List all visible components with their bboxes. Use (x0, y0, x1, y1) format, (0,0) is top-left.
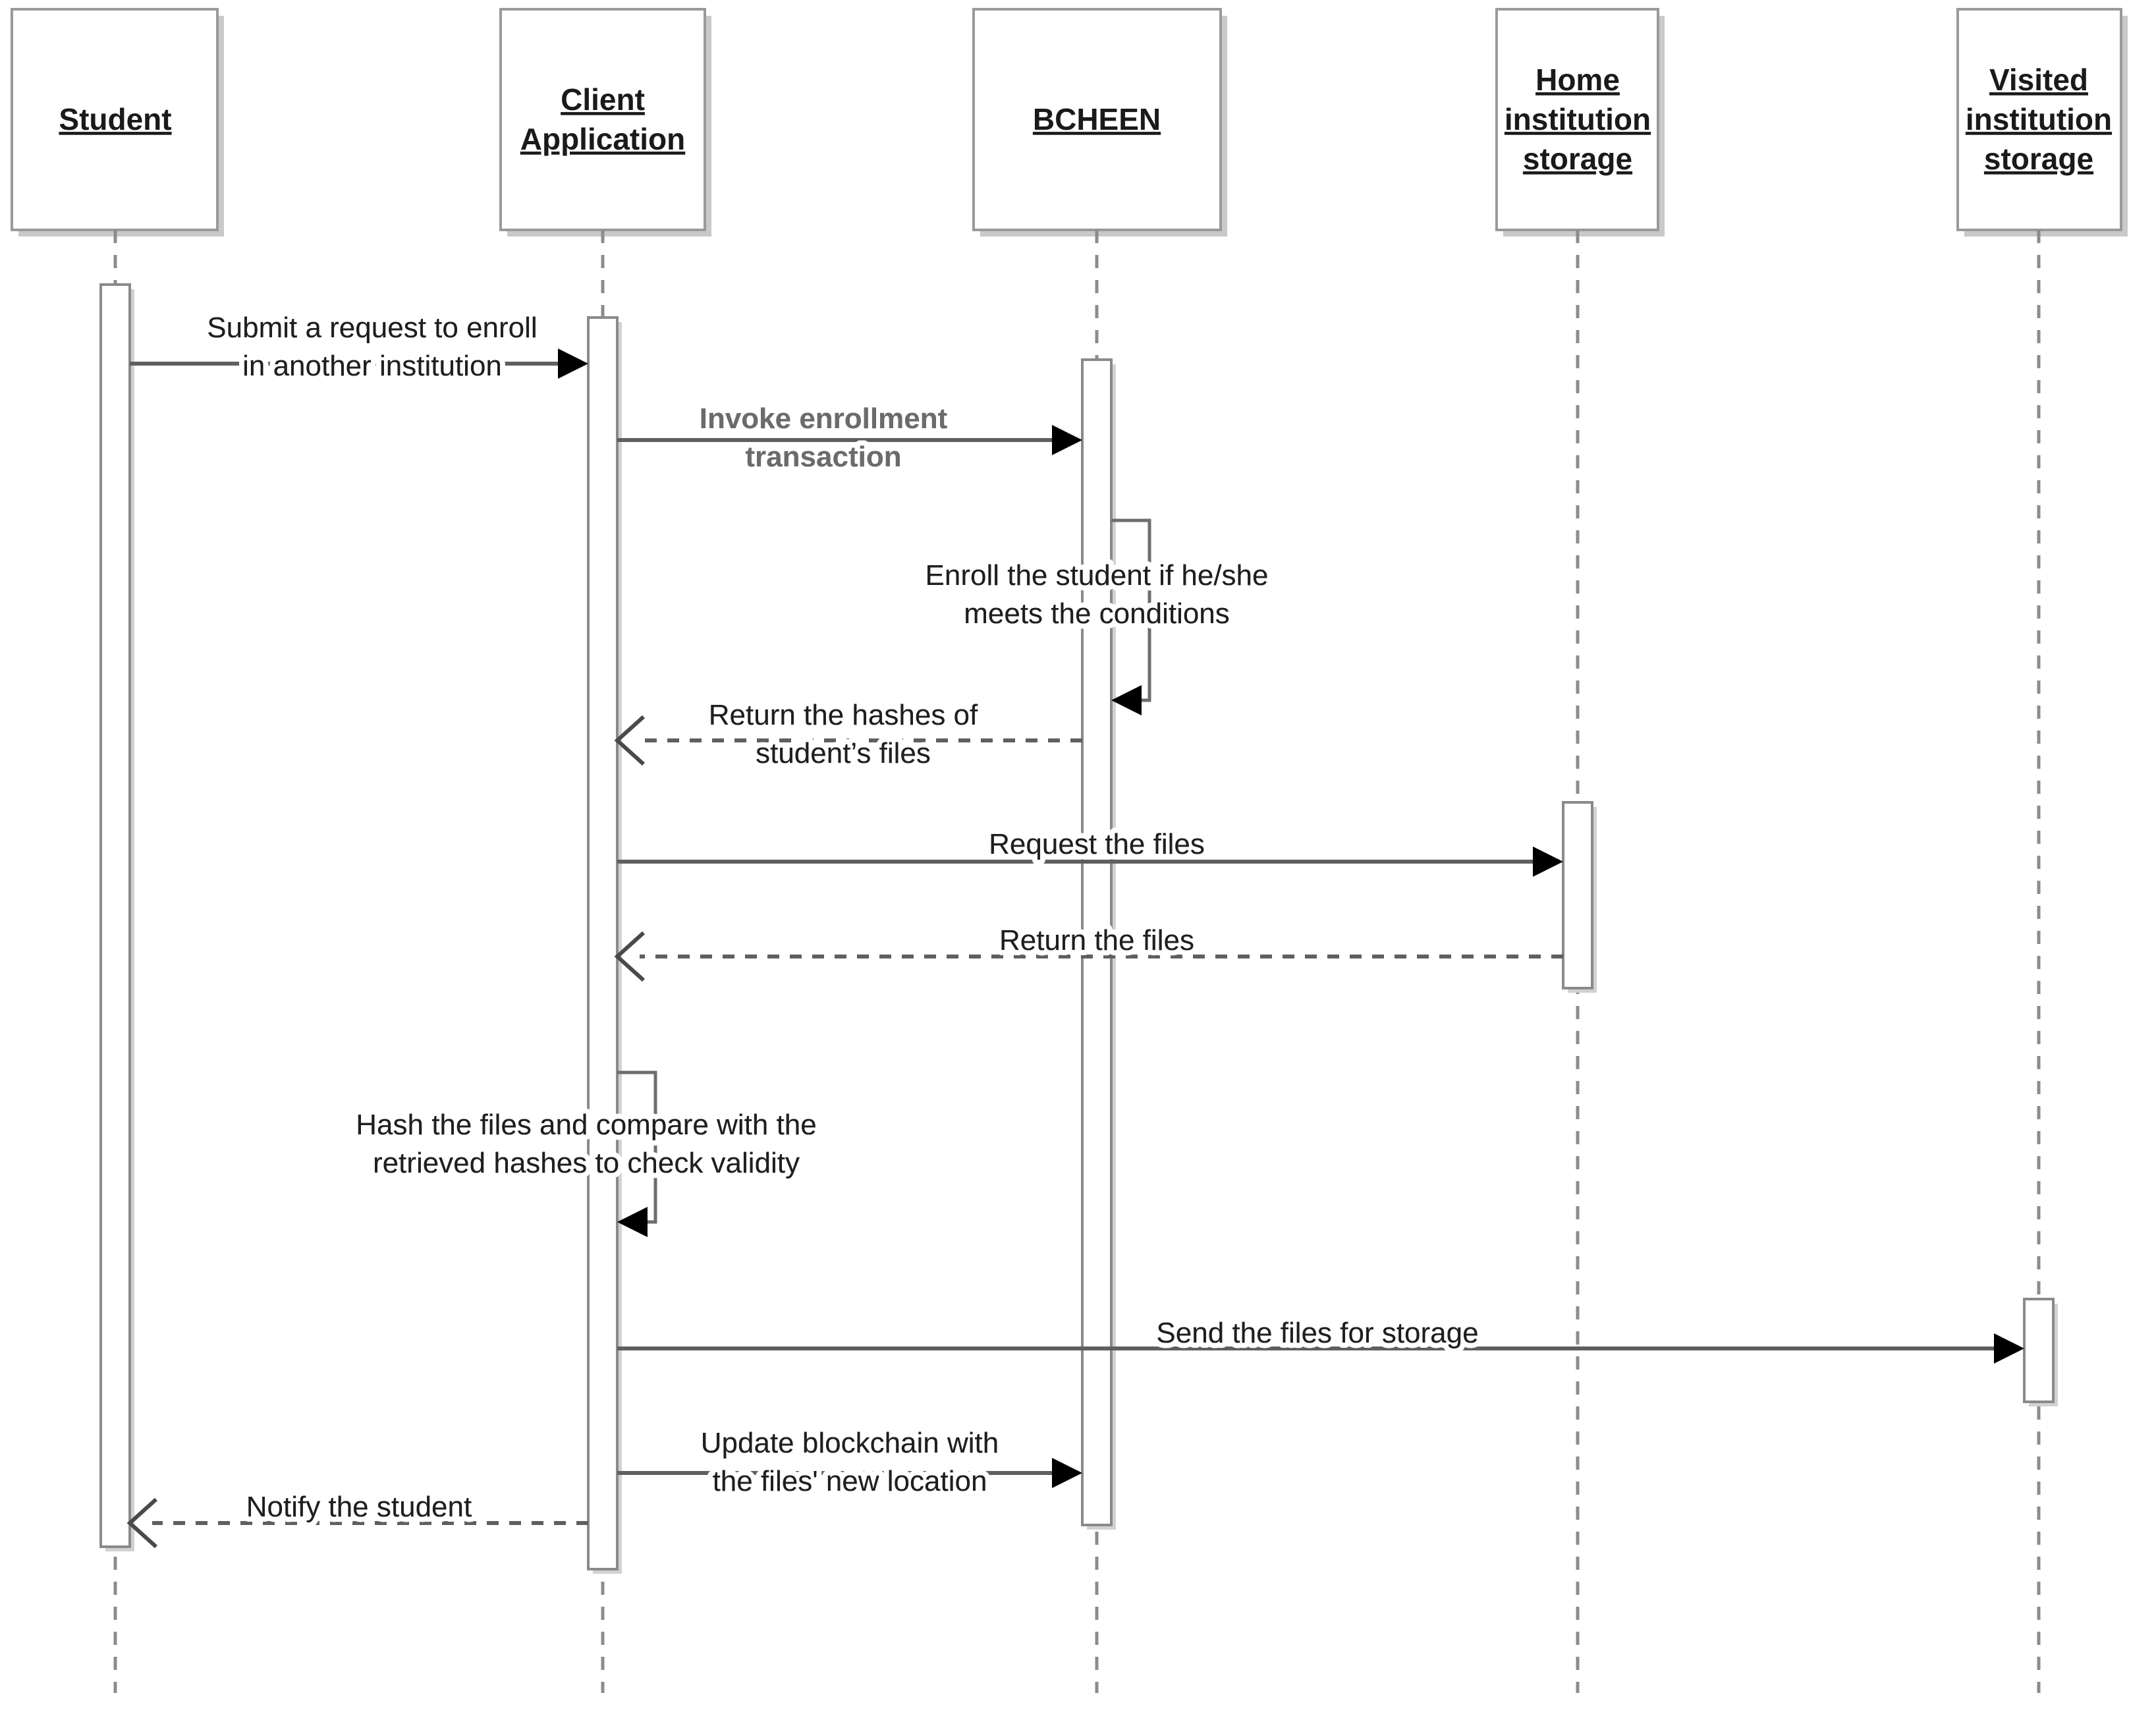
message-label-text: transaction (745, 441, 901, 473)
lifeline-student: Student (11, 8, 224, 1693)
lifeline-title-visited_storage: storage (1984, 142, 2093, 176)
message-label-text: Enroll the student if he/she (926, 559, 1269, 592)
lifeline-title-visited_storage: Visited (1989, 63, 2088, 97)
arrowhead-open-10 (126, 1497, 158, 1549)
lifeline-header-box (11, 8, 219, 231)
arrowhead-filled-8 (1994, 1333, 2024, 1364)
message-label-text: the files' new location (713, 1465, 987, 1497)
message-label-7: Hash the files and compare with theHash … (350, 1103, 822, 1184)
message-7-self (617, 1070, 657, 1237)
message-5-call (617, 846, 1563, 877)
lifeline-header-box (972, 8, 1222, 231)
message-label-halo: meets the conditions (964, 597, 1230, 630)
message-label-halo: Return the hashes of (709, 699, 978, 731)
activation-bar-student-0 (99, 283, 131, 1548)
lifeline-title-home_storage: Home (1535, 63, 1620, 97)
message-label-halo: retrieved hashes to check validity (373, 1147, 800, 1179)
activation-bar-client-0 (587, 316, 619, 1570)
message-label-text: Submit a request to enroll (207, 312, 537, 344)
message-label-halo: the files' new location (713, 1465, 987, 1497)
message-label-halo: Update blockchain with (701, 1427, 999, 1459)
message-label-text: Update blockchain with (701, 1427, 999, 1459)
lifeline-header-box (1495, 8, 1659, 231)
message-label-halo: Hash the files and compare with the (356, 1109, 817, 1141)
arrowhead-filled-3 (1111, 685, 1142, 715)
lifeline-home_storage: Home institution storage (1495, 8, 1665, 1693)
arrowhead-filled-7 (617, 1207, 648, 1237)
activation-bar-home_storage-0 (1562, 801, 1593, 989)
activation-bar-visited_storage-0 (2023, 1298, 2055, 1403)
lifeline-title-home_storage: institution (1505, 102, 1651, 136)
messages-group (126, 348, 2024, 1549)
message-label-text: Return the files (999, 924, 1194, 957)
arrowhead-open-4 (614, 715, 646, 766)
message-9-call (617, 1458, 1082, 1488)
message-4-return (614, 715, 1082, 766)
message-6-return (614, 931, 1563, 982)
message-label-text: Notify the student (246, 1491, 472, 1523)
activation-bar-bcheen-0 (1081, 358, 1113, 1526)
arrowhead-filled-5 (1533, 846, 1563, 877)
lifeline-title-client: Client (561, 82, 645, 117)
arrowhead-filled-2 (1052, 425, 1082, 455)
message-label-halo: Return the files (999, 924, 1194, 957)
message-label-halo: in another institution (242, 350, 502, 382)
self-message-path-3 (1111, 518, 1151, 702)
lifeline-visited_storage: Visited institution storage (1956, 8, 2128, 1693)
lifeline-title-client: Application (520, 122, 685, 156)
message-label-text: Request the files (989, 828, 1205, 860)
message-3-self (1111, 518, 1151, 715)
message-label-halo: Enroll the student if he/she (926, 559, 1269, 592)
message-label-text: student’s files (756, 737, 931, 769)
message-label-text: Invoke enrollment (700, 402, 948, 435)
message-label-text: in another institution (242, 350, 502, 382)
arrowhead-filled-9 (1052, 1458, 1082, 1488)
arrowhead-filled-1 (558, 348, 588, 379)
message-label-halo: transaction (745, 441, 901, 473)
message-label-text: Return the hashes of (709, 699, 978, 731)
lifeline-title-visited_storage: institution (1966, 102, 2112, 136)
self-message-path-7 (617, 1070, 657, 1224)
message-label-halo: Request the files (989, 828, 1205, 860)
message-label-halo: Submit a request to enroll (207, 312, 537, 344)
lifeline-header-box (499, 8, 706, 231)
lifeline-title-home_storage: storage (1523, 142, 1632, 176)
message-label-text: Send the files for storage (1156, 1317, 1478, 1349)
message-10-return (126, 1497, 588, 1549)
message-label-halo: Notify the student (246, 1491, 472, 1523)
message-2-call (617, 425, 1082, 455)
message-label-halo: Send the files for storage (1156, 1317, 1478, 1349)
message-label-halo: student’s files (756, 737, 931, 769)
message-label-halo: Invoke enrollment (700, 402, 948, 435)
lifeline-bcheen: BCHEEN (972, 8, 1227, 1693)
message-label-text: retrieved hashes to check validity (373, 1147, 800, 1179)
lifeline-title-bcheen: BCHEEN (1033, 102, 1161, 136)
lifeline-title-student: Student (59, 102, 171, 136)
message-8-call (617, 1333, 2024, 1364)
arrowhead-open-6 (614, 931, 646, 982)
message-1-call (130, 348, 588, 379)
message-label-text: Hash the files and compare with the (356, 1109, 817, 1141)
message-label-text: meets the conditions (964, 597, 1230, 630)
lifeline-header-box (1956, 8, 2122, 231)
